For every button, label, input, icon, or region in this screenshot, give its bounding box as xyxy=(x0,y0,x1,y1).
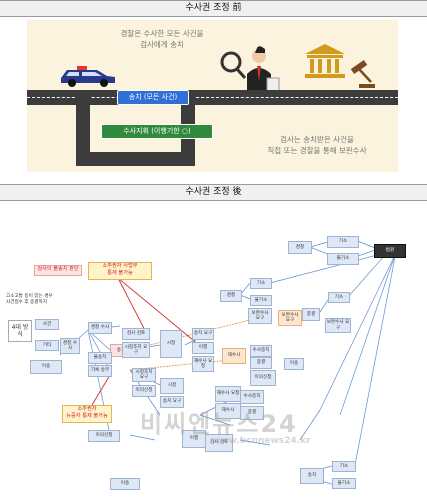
node-comply: 재수사 xyxy=(222,348,246,364)
node-bottom-c: 이송 xyxy=(110,478,140,490)
node-crime: 사건 xyxy=(35,319,59,330)
gavel-icon xyxy=(350,59,375,88)
node-lower-3: 시정 xyxy=(160,378,184,394)
node-nonindict: 불기소 xyxy=(327,253,359,265)
node-transfer-right: 이송 xyxy=(284,358,304,370)
node-supplement-org: 보완수사 요구 xyxy=(278,310,302,326)
node-other: 기타 xyxy=(35,340,59,351)
node-bottom-a: 검사 검토 xyxy=(205,434,233,452)
node-police-inv: 경찰 수사 xyxy=(60,338,80,354)
node-prosecutor-check: 검사 검토 xyxy=(122,328,150,340)
header-before: 수사권 조정 前 xyxy=(0,0,427,17)
node-indict: 기소 xyxy=(327,236,359,248)
watermark-name: 비씨엔뉴스24 xyxy=(140,410,298,438)
node-sent: 송치 요구 xyxy=(192,328,214,340)
node-end: 종결 xyxy=(250,357,272,369)
watermark-url: www.bcnnews24.kr xyxy=(212,436,311,446)
node-supplement-req: 보완수사 요구 xyxy=(325,318,351,333)
node-lower-8: 수사중지 xyxy=(240,390,264,404)
node-investigation-center: 경찰 수사 xyxy=(88,322,112,334)
node-lower-5: 이행 xyxy=(182,430,206,448)
node-lower-2: 이의신청 xyxy=(132,385,156,397)
node-investigation: 보완수사 요구 xyxy=(248,308,272,324)
node-lower-1: 시정조치 요구 xyxy=(132,368,156,382)
branch-road-left xyxy=(76,90,90,166)
node-reinvest: 재수사 요청 xyxy=(192,356,214,372)
sign-investigation-command: 수사지휘 (이행기한 ○) xyxy=(101,124,213,139)
node-bottom-b: 송치 xyxy=(300,468,324,484)
node-four-methods: 4대 방식 xyxy=(8,320,32,342)
node-objection-right: 이의신청 xyxy=(250,370,276,386)
node-indict3: 기소 xyxy=(328,292,350,303)
node-nonindict2: 불기소 xyxy=(250,295,272,306)
node-decide: 종결 xyxy=(302,308,320,321)
node-bottom-nonindict: 불기소 xyxy=(332,478,356,489)
node-indict2: 기소 xyxy=(250,278,272,289)
node-correction: 시정 xyxy=(160,330,182,358)
courthouse-icon xyxy=(305,44,345,78)
police-car-icon xyxy=(61,66,115,87)
node-police: 경찰 xyxy=(288,241,312,254)
branch-road-bottom xyxy=(76,152,195,166)
sign-transfer-all: 송치 (모든 사건) xyxy=(117,90,189,105)
node-dismiss: 수사중지 xyxy=(250,345,272,357)
node-lower-9: 종결 xyxy=(240,406,264,420)
node-nonsend: 불송치 xyxy=(88,352,112,364)
node-bottom-indict: 기소 xyxy=(332,461,356,472)
node-record: 기록 송부 xyxy=(88,365,112,377)
node-police2: 경찰 xyxy=(220,290,242,302)
node-request: 시정조치 요구 xyxy=(122,342,150,358)
node-court: 법원 xyxy=(374,244,406,258)
node-objection: 이의신청 xyxy=(88,430,120,442)
node-limit: 이행 xyxy=(192,342,214,354)
header-after: 수사권 조정 後 xyxy=(0,184,427,201)
main-road-lane xyxy=(27,97,398,98)
note-pink-top: 검사의 불송치 판단 xyxy=(34,265,82,276)
node-transfer-left: 이송 xyxy=(30,360,62,374)
node-lower-4: 송치 요구 xyxy=(160,396,184,408)
node-lower-6: 재수사 요청 xyxy=(215,386,241,402)
